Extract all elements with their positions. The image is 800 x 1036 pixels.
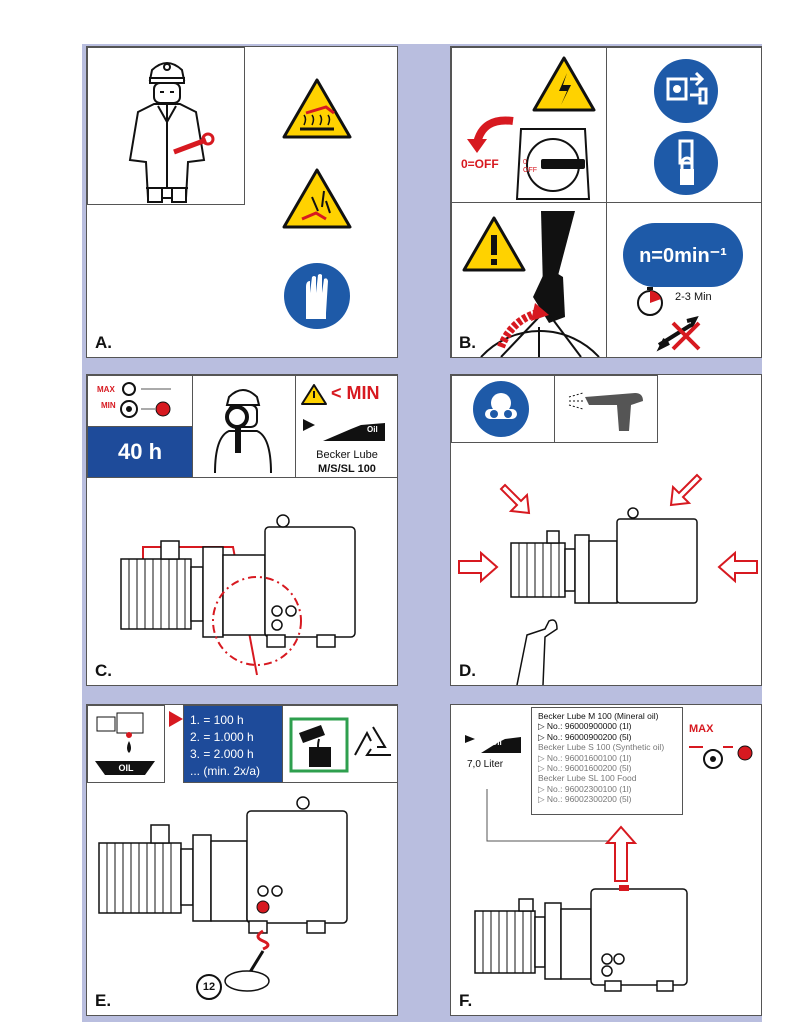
panel-a: A. <box>86 46 398 358</box>
switch-knob-label: 0 OFF <box>523 159 537 174</box>
panel-b-label: B. <box>459 333 476 352</box>
no-tools-icon <box>656 316 701 352</box>
recycle-icon <box>354 726 391 756</box>
fan-hand-icon <box>480 211 600 357</box>
product-m100-title: Becker Lube M 100 (Mineral oil) <box>538 711 659 721</box>
pressure-warning-icon <box>282 168 352 229</box>
general-warning-icon <box>301 384 327 405</box>
switch-off-label: 0=OFF <box>461 157 499 171</box>
c-oil-can-label: Oil <box>367 425 378 434</box>
goggles-icon <box>473 381 529 437</box>
oil-can-icon <box>465 735 521 753</box>
pump-oil-drain-icon <box>95 712 155 775</box>
zero-speed-badge <box>623 223 743 287</box>
air-gun-icon <box>568 392 643 431</box>
panel-e: OIL 1. = 100 h 2. = 1.000 h 3. = 2.000 h… <box>86 704 398 1016</box>
gloves-icon <box>284 263 350 329</box>
panel-d: D. <box>450 374 762 686</box>
panel-f: Oil 7,0 Liter Becker Lube M 100 (Mineral… <box>450 704 762 1016</box>
hot-surface-warning-icon <box>282 78 352 139</box>
c-min-label: MIN <box>101 401 116 410</box>
panel-b: 0=OFF 0 OFF n=0min⁻¹ <box>450 46 762 358</box>
product-s100-no1: ▷ No.: 96001600100 (1l) <box>538 752 632 763</box>
product-s100-no2: ▷ No.: 96001600200 (5l) <box>538 763 632 774</box>
interval-label: 40 h <box>117 439 163 464</box>
product-sl100-title: Becker Lube SL 100 Food <box>538 773 637 784</box>
technician-figure-cell <box>87 47 245 205</box>
interval-1: 1. = 100 h <box>190 713 244 727</box>
product-m100-no1: ▷ No.: 96000900000 (1l) <box>538 721 632 732</box>
oil-can-icon <box>303 419 385 441</box>
lube-products-box: Becker Lube M 100 (Mineral oil) ▷ No.: 9… <box>531 707 683 815</box>
interval-3: 3. = 2.000 h <box>190 747 254 761</box>
red-pointer-icon <box>169 711 183 727</box>
c-level-cell <box>87 375 193 427</box>
sight-glass-icon <box>120 382 171 418</box>
product-sl100-no1: ▷ No.: 96002300100 (1l) <box>538 783 632 794</box>
interval-box <box>87 426 193 478</box>
oil-drain-pump-drawing <box>98 796 348 1000</box>
interval-4: ... (min. 2x/a) <box>190 764 261 778</box>
panel-d-label: D. <box>459 661 476 680</box>
f-max-label: MAX <box>689 723 714 735</box>
general-warning-icon <box>462 216 526 272</box>
d-airgun-cell <box>554 375 658 443</box>
oil-disposal-icon <box>289 717 349 773</box>
oil-change-intervals-box: 1. = 100 h 2. = 1.000 h 3. = 2.000 h ...… <box>183 705 283 783</box>
timer-icon <box>637 287 663 316</box>
c-max-label: MAX <box>97 385 115 394</box>
electric-warning-icon <box>532 56 596 112</box>
main-switch-icon <box>515 128 591 200</box>
product-s100-title: Becker Lube S 100 (Synthetic oil) <box>538 742 665 753</box>
lube-line2: M/S/SL 100 <box>318 463 376 475</box>
sight-glass-icon <box>689 745 753 769</box>
panel-f-label: F. <box>459 991 473 1010</box>
unplug-icon <box>654 59 718 123</box>
vacuum-pump-drawing <box>120 514 356 676</box>
min-warning-label: < MIN <box>331 383 380 403</box>
wrench-size-label: 12 <box>202 981 216 993</box>
product-m100-no2: ▷ No.: 96000900200 (5l) <box>538 731 632 742</box>
oil-fill-pump-drawing <box>474 789 688 992</box>
panel-c: MAX MIN 40 h < MIN Oil Becker Lube M/S/S… <box>86 374 398 686</box>
oil-volume-label: 7,0 Liter <box>467 759 504 770</box>
interval-2: 2. = 1.000 h <box>190 730 254 744</box>
f-oil-can-label: Oil <box>491 738 502 747</box>
inspector-icon <box>214 389 272 474</box>
lube-line1: Becker Lube <box>316 449 378 461</box>
zero-speed-label: n=0min⁻¹ <box>639 245 727 267</box>
panel-c-label: C. <box>95 661 112 680</box>
technician-icon <box>128 62 215 203</box>
oil-tray-label: OIL <box>118 763 134 773</box>
product-sl100-no2: ▷ No.: 96002300200 (5l) <box>538 794 632 805</box>
pump-cleaning-drawing <box>458 473 758 685</box>
lockout-icon <box>654 131 718 195</box>
panel-e-label: E. <box>95 991 112 1010</box>
panel-a-label: A. <box>95 333 112 352</box>
wait-time-label: 2-3 Min <box>675 291 712 303</box>
rotate-arrow-icon <box>467 116 514 153</box>
